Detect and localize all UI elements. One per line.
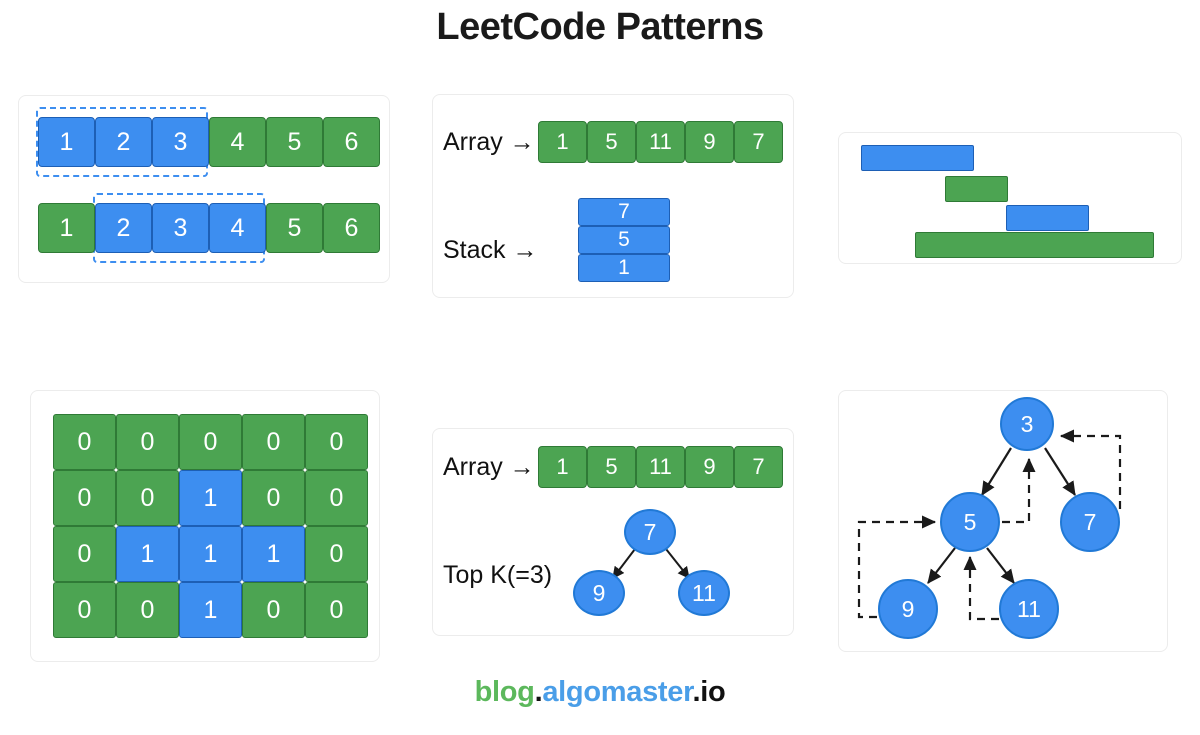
matrix-cell: 0	[242, 582, 305, 638]
array-label: Array →	[443, 128, 535, 156]
heap-node-left: 9	[573, 570, 625, 616]
graph-node-7: 7	[1060, 492, 1120, 552]
footer-logo[interactable]: blog.algomaster.io	[0, 676, 1200, 709]
topk-array-cell: 9	[685, 446, 734, 488]
logo-part-algomaster: algomaster	[542, 676, 693, 708]
stack-label: Stack →	[443, 236, 538, 264]
matrix-cell: 0	[305, 470, 368, 526]
sliding-window-cell: 1	[38, 117, 95, 167]
panel-merge-intervals	[838, 132, 1182, 264]
sliding-window-cell: 3	[152, 203, 209, 253]
sliding-window-cell: 4	[209, 203, 266, 253]
topk-array-cell: 7	[734, 446, 783, 488]
sliding-window-cell: 4	[209, 117, 266, 167]
stack-array-cell: 7	[734, 121, 783, 163]
matrix-cell: 0	[53, 582, 116, 638]
stack-item: 7	[578, 198, 670, 226]
logo-part-blog: blog	[474, 676, 535, 708]
panel-graph-traversal: 3 5 7 9 11	[838, 390, 1168, 652]
logo-dot-1: .	[534, 676, 543, 708]
sliding-window-cell: 3	[152, 117, 209, 167]
topk-array-cell: 11	[636, 446, 685, 488]
interval-bar	[945, 176, 1008, 202]
sliding-window-cell: 5	[266, 117, 323, 167]
sliding-window-cell: 5	[266, 203, 323, 253]
sliding-window-cell: 6	[323, 117, 380, 167]
matrix-cell: 0	[242, 470, 305, 526]
matrix-cell: 1	[179, 470, 242, 526]
heap-node-root: 7	[624, 509, 676, 555]
matrix-cell: 0	[53, 470, 116, 526]
topk-array-cell: 5	[587, 446, 636, 488]
graph-node-11: 11	[999, 579, 1059, 639]
stack-array-cell: 1	[538, 121, 587, 163]
logo-part-io: io	[700, 676, 726, 708]
stack-array-cell: 5	[587, 121, 636, 163]
interval-bar	[1006, 205, 1089, 231]
sliding-window-cell: 1	[38, 203, 95, 253]
matrix-cell: 1	[242, 526, 305, 582]
stack-array-cell: 9	[685, 121, 734, 163]
matrix-cell: 0	[305, 526, 368, 582]
topk-array-cell: 1	[538, 446, 587, 488]
matrix-cell: 0	[305, 582, 368, 638]
graph-node-9: 9	[878, 579, 938, 639]
topk-heap-label: Top K(=3)	[443, 561, 553, 589]
matrix-cell: 0	[53, 526, 116, 582]
graph-node-3: 3	[1000, 397, 1054, 451]
heap-node-right: 11	[678, 570, 730, 616]
stack-item: 1	[578, 254, 670, 282]
graph-node-5: 5	[940, 492, 1000, 552]
matrix-cell: 0	[242, 414, 305, 470]
page-title: LeetCode Patterns	[436, 6, 764, 48]
matrix-cell: 1	[179, 526, 242, 582]
matrix-cell: 1	[116, 526, 179, 582]
graph-edges	[857, 429, 1122, 621]
sliding-window-cell: 2	[95, 203, 152, 253]
matrix-cell: 0	[305, 414, 368, 470]
matrix-cell: 0	[116, 582, 179, 638]
matrix-cell: 0	[116, 414, 179, 470]
matrix-cell: 0	[179, 414, 242, 470]
interval-bar	[915, 232, 1154, 258]
stack-item: 5	[578, 226, 670, 254]
matrix-cell: 0	[116, 470, 179, 526]
matrix-cell: 1	[179, 582, 242, 638]
logo-dot-2: .	[692, 676, 701, 708]
topk-array-label: Array →	[443, 453, 535, 481]
sliding-window-cell: 2	[95, 117, 152, 167]
matrix-cell: 0	[53, 414, 116, 470]
stack-array-cell: 11	[636, 121, 685, 163]
sliding-window-cell: 6	[323, 203, 380, 253]
interval-bar	[861, 145, 974, 171]
